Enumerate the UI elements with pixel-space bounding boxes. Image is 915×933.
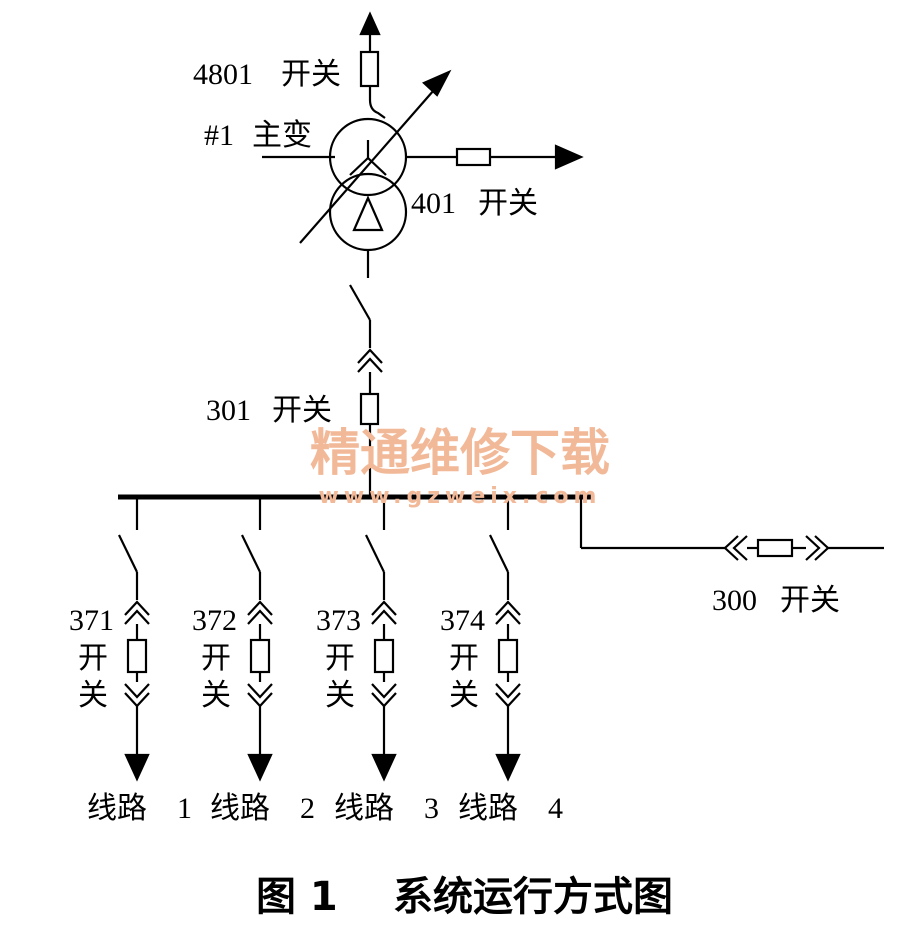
line-3-label: 线路 bbox=[334, 791, 394, 826]
bus-tie-plug-right-2 bbox=[814, 535, 830, 561]
bus-tie-plug-right-1 bbox=[805, 535, 821, 561]
wye-symbol-left bbox=[349, 157, 369, 176]
breaker-372-char-1: 开 bbox=[201, 641, 231, 676]
feeder-2-plug-up-1 bbox=[247, 600, 273, 616]
breaker-401-number: 401 bbox=[411, 187, 456, 220]
breaker-301-symbol bbox=[359, 392, 380, 426]
feeder-4-plug-down-2 bbox=[495, 692, 521, 708]
feeder-1-plug-up-1 bbox=[124, 600, 150, 616]
breaker-300-word: 开关 bbox=[780, 583, 840, 618]
breaker-300-symbol bbox=[756, 538, 794, 558]
feeder-1-arrow-head bbox=[124, 753, 150, 782]
lv-plug-upper-1 bbox=[357, 348, 383, 364]
transformer-label-number: #1 bbox=[204, 119, 234, 152]
feeder-2-arrow-head bbox=[247, 753, 273, 782]
breaker-4801-word: 开关 bbox=[281, 57, 341, 92]
feeder-1-disconnector bbox=[118, 534, 138, 573]
breaker-373-symbol bbox=[373, 638, 395, 674]
feeder-4-arrow-head bbox=[495, 753, 521, 782]
delta-symbol bbox=[352, 195, 384, 232]
feeder-3-plug-down-1 bbox=[371, 683, 397, 699]
transformer-label-name: 主变 bbox=[252, 118, 312, 153]
line-4-label: 线路 bbox=[458, 791, 518, 826]
line-1-number: 1 bbox=[177, 792, 192, 825]
breaker-371-number: 371 bbox=[69, 604, 114, 637]
feeder-2-plug-up-2 bbox=[247, 609, 273, 625]
transformer-winding-lower bbox=[328, 172, 408, 252]
breaker-373-char-1: 开 bbox=[325, 641, 355, 676]
feeder-1-plug-down-1 bbox=[124, 683, 150, 699]
watermark-url: www.gzweix.com bbox=[319, 484, 602, 509]
breaker-372-symbol bbox=[249, 638, 271, 674]
breaker-371-char-2: 关 bbox=[78, 678, 108, 713]
line-4-number: 4 bbox=[548, 792, 563, 825]
hv-arrow-head bbox=[359, 11, 381, 36]
breaker-401-word: 开关 bbox=[478, 186, 538, 221]
feeder-3-plug-up-2 bbox=[371, 609, 397, 625]
feeder-3-plug-up-1 bbox=[371, 600, 397, 616]
line-3-number: 3 bbox=[424, 792, 439, 825]
bus-tie-plug-left-2 bbox=[732, 535, 748, 561]
breaker-371-char-1: 开 bbox=[78, 641, 108, 676]
caption-number: 图 1 bbox=[256, 874, 338, 920]
feeder-3-plug-down-2 bbox=[371, 692, 397, 708]
caption-title: 系统运行方式图 bbox=[393, 874, 673, 920]
breaker-4801-number: 4801 bbox=[193, 58, 253, 91]
tap-changer-arrow bbox=[299, 81, 442, 244]
breaker-374-char-2: 关 bbox=[449, 678, 479, 713]
tap-changer-arrow-head bbox=[422, 69, 452, 97]
breaker-374-number: 374 bbox=[440, 604, 485, 637]
feeder-4-disconnector bbox=[489, 534, 509, 573]
feeder-2-plug-down-1 bbox=[247, 683, 273, 699]
line-2-number: 2 bbox=[300, 792, 315, 825]
breaker-301-word: 开关 bbox=[272, 393, 332, 428]
feeder-2-plug-down-2 bbox=[247, 692, 273, 708]
feeder-4-plug-down-1 bbox=[495, 683, 521, 699]
lv-disconnector-blade bbox=[349, 284, 371, 321]
breaker-372-number: 372 bbox=[192, 604, 237, 637]
feeder-3-arrow-head bbox=[371, 753, 397, 782]
line-1-label: 线路 bbox=[87, 791, 147, 826]
wye-symbol-right bbox=[367, 157, 387, 176]
breaker-401-symbol bbox=[455, 147, 492, 167]
lv-plug-upper-2 bbox=[357, 357, 383, 373]
breaker-374-char-1: 开 bbox=[449, 641, 479, 676]
breaker-4801-symbol bbox=[359, 50, 380, 88]
feeder-3-disconnector bbox=[365, 534, 385, 573]
feeder-4-plug-up-1 bbox=[495, 600, 521, 616]
line-2-label: 线路 bbox=[210, 791, 270, 826]
breaker-300-number: 300 bbox=[712, 584, 757, 617]
feeder-2-disconnector bbox=[241, 534, 261, 573]
breaker-373-number: 373 bbox=[316, 604, 361, 637]
mv-arrow-head bbox=[554, 144, 584, 170]
feeder-1-plug-up-2 bbox=[124, 609, 150, 625]
breaker-371-symbol bbox=[126, 638, 148, 674]
breaker-301-number: 301 bbox=[206, 394, 251, 427]
breaker-374-symbol bbox=[497, 638, 519, 674]
watermark-title: 精通维修下载 bbox=[310, 424, 610, 482]
feeder-1-plug-down-2 bbox=[124, 692, 150, 708]
bus-tie-plug-left-1 bbox=[723, 535, 739, 561]
breaker-373-char-2: 关 bbox=[325, 678, 355, 713]
feeder-group bbox=[118, 497, 521, 782]
breaker-372-char-2: 关 bbox=[201, 678, 231, 713]
hv-line-curve bbox=[368, 86, 386, 119]
feeder-4-plug-up-2 bbox=[495, 609, 521, 625]
